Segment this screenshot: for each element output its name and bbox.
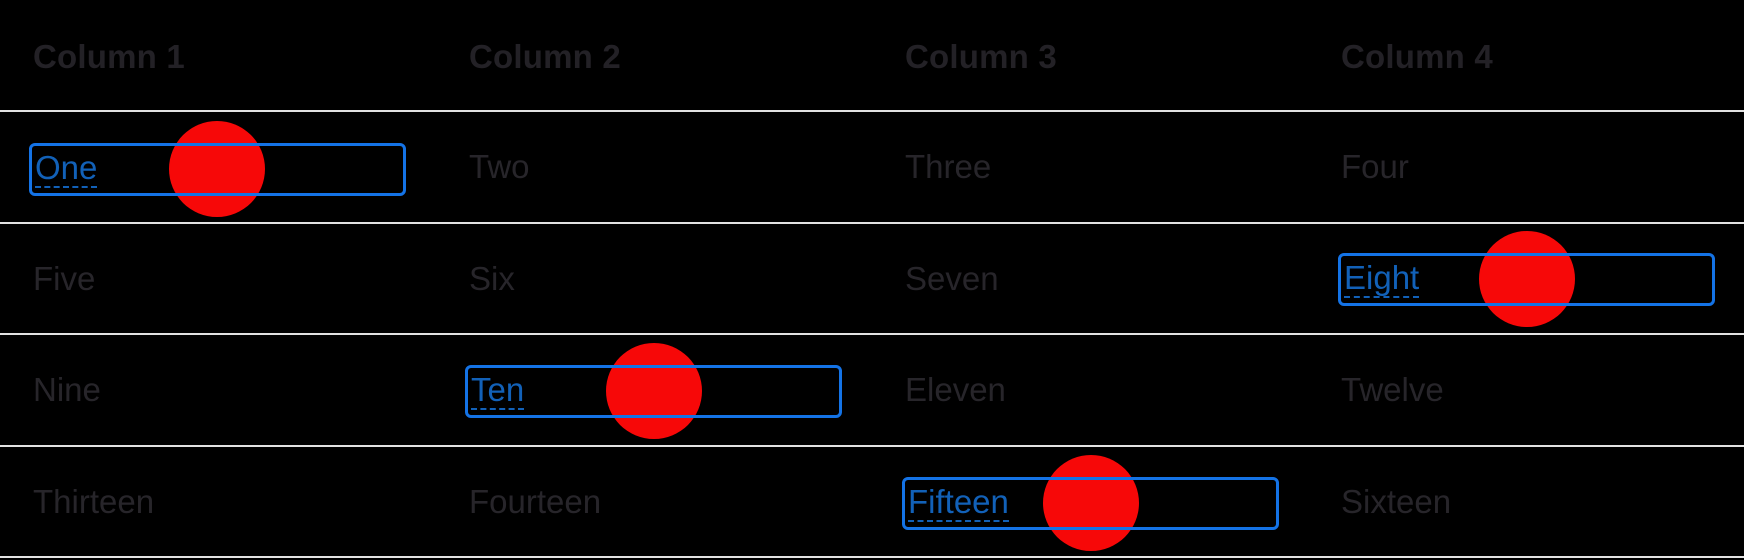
table-cell[interactable]: Nine: [33, 371, 101, 408]
click-indicator: [606, 343, 702, 439]
row-separator: [0, 445, 1744, 447]
click-indicator: [1043, 455, 1139, 551]
table-cell[interactable]: Fourteen: [469, 482, 602, 520]
table-cell[interactable]: Eleven: [905, 371, 1006, 408]
column-header: Column 1: [33, 38, 185, 75]
table-cell[interactable]: Six: [469, 259, 515, 297]
table-cell[interactable]: Seven: [905, 259, 999, 297]
table-cell[interactable]: Two: [469, 148, 530, 185]
column-header: Column 3: [905, 38, 1057, 75]
row-separator: [0, 222, 1744, 224]
editing-cell-text: One: [35, 149, 98, 188]
column-header: Column 4: [1341, 38, 1493, 75]
editing-cell-text: Ten: [471, 371, 525, 410]
table-cell[interactable]: Thirteen: [33, 482, 155, 520]
column-header: Column 2: [469, 38, 621, 75]
editing-cell-text: Eight: [1344, 259, 1420, 298]
table-cell[interactable]: Three: [905, 148, 992, 185]
table-cell[interactable]: Sixteen: [1341, 482, 1452, 520]
table-cell[interactable]: Five: [33, 259, 96, 297]
table-cell[interactable]: Four: [1341, 148, 1409, 185]
editing-cell[interactable]: One: [29, 143, 406, 196]
table-cell[interactable]: Twelve: [1341, 371, 1444, 408]
editing-cell-text: Fifteen: [908, 483, 1009, 522]
click-indicator: [1479, 231, 1575, 327]
row-separator: [0, 556, 1744, 558]
row-separator: [0, 110, 1744, 112]
editing-cell[interactable]: Ten: [465, 365, 842, 418]
click-indicator: [169, 121, 265, 217]
editing-cell[interactable]: Fifteen: [902, 477, 1279, 530]
row-separator: [0, 333, 1744, 335]
editing-cell[interactable]: Eight: [1338, 253, 1715, 306]
